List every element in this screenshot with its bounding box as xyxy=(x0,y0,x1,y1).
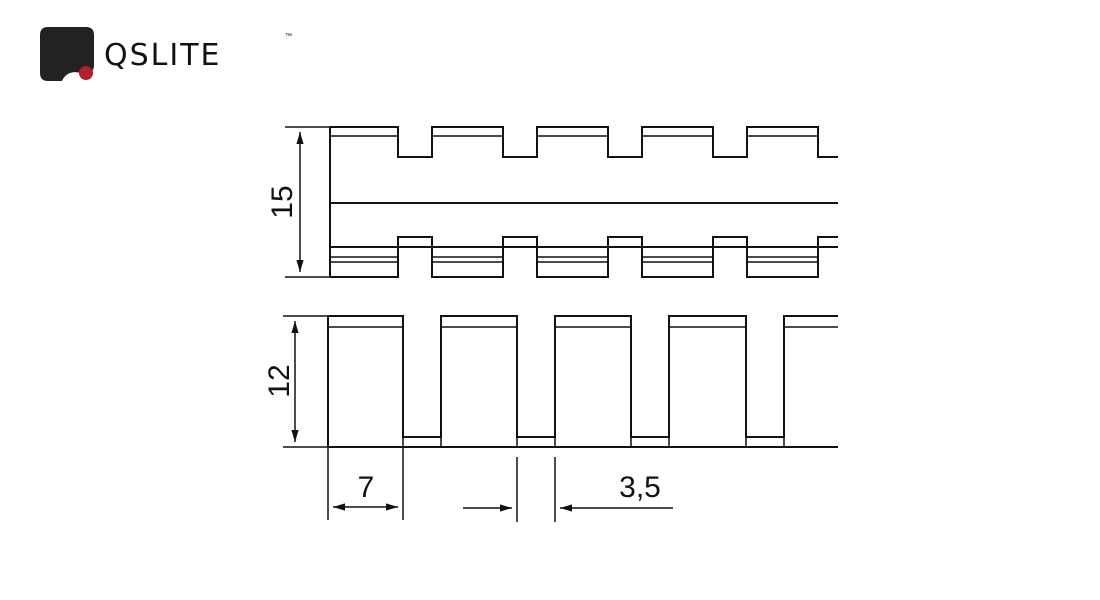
dimension-3-5 xyxy=(463,457,673,522)
dimension-12 xyxy=(283,315,328,448)
dimension-7 xyxy=(327,447,404,520)
trademark-symbol: ™ xyxy=(285,33,292,40)
dimension-15 xyxy=(285,126,330,278)
dimension-label-12: 12 xyxy=(263,364,296,397)
top-view-profile xyxy=(329,126,838,278)
dimension-label-7: 7 xyxy=(358,471,375,504)
qslite-logo: QSLITE ™ xyxy=(40,27,292,81)
logo-mark-icon xyxy=(40,27,94,81)
dimension-label-15: 15 xyxy=(266,185,299,218)
dimension-label-3-5: 3,5 xyxy=(619,471,661,504)
brand-name: QSLITE xyxy=(104,37,222,73)
side-view-profile xyxy=(327,315,838,448)
